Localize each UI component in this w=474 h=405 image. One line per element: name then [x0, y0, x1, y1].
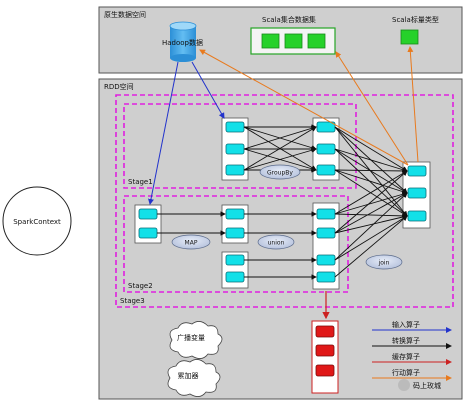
rdd-a [221, 117, 249, 181]
transform-arrows [157, 124, 408, 280]
partition [225, 254, 245, 266]
broadcast-variable: 广播变量 [169, 321, 223, 359]
legend: 输入算子 转换算子 缓存算子 行动算子 [372, 320, 452, 381]
partition [225, 164, 245, 176]
scala-collection-label: Scala集合数据集 [262, 15, 316, 24]
op-map-label: MAP [185, 240, 198, 247]
rdd-f [312, 202, 340, 290]
stage2-label: Stage2 [128, 282, 153, 290]
partition [407, 187, 427, 199]
native-space-title: 原生数据空间 [104, 10, 146, 19]
partition [316, 227, 336, 239]
op-map: MAP [171, 234, 211, 250]
partition [315, 364, 335, 377]
hadoop-label: Hadoop数据 [162, 38, 203, 47]
wechat-icon [398, 379, 410, 391]
broadcast-label: 广播变量 [177, 333, 205, 342]
scala-collection: Scala集合数据集 [250, 15, 336, 55]
partition [225, 271, 245, 283]
rdd-space-title: RDD空间 [104, 82, 134, 91]
spark-context-label: SparkContext [13, 218, 61, 226]
rdd-c [134, 204, 162, 244]
op-union-label: union [268, 240, 285, 247]
scala-scalar: Scala标量类型 [392, 15, 439, 45]
stage2-boundary [123, 195, 349, 293]
rdd-d [221, 204, 249, 244]
partition [316, 208, 336, 220]
accumulator: 累加器 [167, 359, 221, 397]
partition [138, 227, 158, 239]
stage1-label: Stage1 [128, 178, 153, 186]
accumulator-label: 累加器 [178, 371, 199, 380]
op-groupby: GroupBy [259, 164, 301, 180]
partition [225, 143, 245, 155]
watermark-label: 码上玫城 [413, 381, 441, 390]
rdd-b [312, 117, 340, 181]
partition [407, 165, 427, 177]
partition [138, 208, 158, 220]
hadoop-data-store: Hadoop数据 [162, 21, 203, 62]
legend-action-label: 行动算子 [392, 368, 420, 377]
legend-transform-label: 转换算子 [392, 336, 420, 345]
partition [225, 208, 245, 220]
legend-cache-label: 缓存算子 [392, 352, 420, 361]
stage3-label: Stage3 [120, 297, 145, 305]
partition [315, 344, 335, 357]
partition [316, 164, 336, 176]
legend-input-label: 输入算子 [392, 320, 420, 329]
spark-context: SparkContext [2, 186, 72, 256]
action-arrows [199, 46, 419, 166]
op-join-label: join [378, 260, 390, 267]
op-join: join [365, 254, 403, 270]
input-arrows [148, 61, 225, 205]
rdd-join [402, 161, 431, 229]
op-union: union [257, 234, 295, 250]
partition [315, 325, 335, 338]
rdd-cached [311, 320, 339, 394]
rdd-e [221, 251, 249, 289]
partition [316, 271, 336, 283]
stage3-boundary [115, 94, 454, 308]
partition [316, 254, 336, 266]
watermark: 码上玫城 [398, 379, 441, 391]
op-groupby-label: GroupBy [267, 170, 293, 177]
partition [316, 143, 336, 155]
partition [225, 121, 245, 133]
partition [225, 227, 245, 239]
partition [407, 210, 427, 222]
scala-scalar-label: Scala标量类型 [392, 15, 439, 24]
